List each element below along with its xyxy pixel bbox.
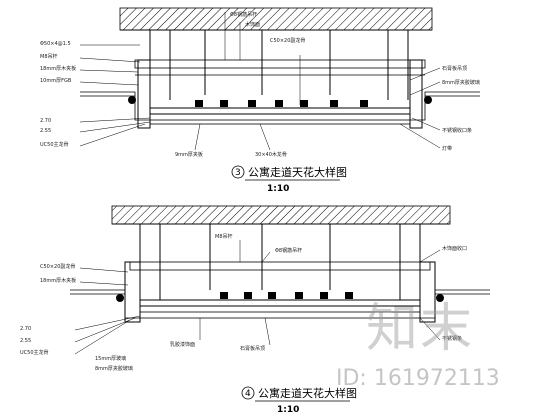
slab-4 <box>111 205 451 225</box>
section-4-scale: 1:10 <box>277 405 299 415</box>
section-3-label: 3 公寓走道天花大样图 1:10 <box>231 165 347 194</box>
annotation-note: Φ8钢筋吊杆 <box>230 11 257 18</box>
annotation-note: 木饰面收口 <box>442 245 467 252</box>
annotation-note: 2.55 <box>40 128 51 134</box>
section-4-label: 4 公寓走道天花大样图 1:10 <box>241 386 357 415</box>
section-3-number: 3 <box>235 168 241 178</box>
annotation-note: 灯带 <box>442 145 452 152</box>
annotation-note: 9mm厚夹板 <box>175 151 203 158</box>
annotation-note: M8吊杆 <box>215 233 233 240</box>
annotation-note: UC50主龙骨 <box>40 141 69 148</box>
annotation-note: 30×40木龙骨 <box>255 151 287 158</box>
annotation-note: C50×20副龙骨 <box>270 37 305 44</box>
annotation-note: M8吊杆 <box>40 53 58 60</box>
ceiling-board-3 <box>149 107 411 115</box>
annotation-note: 2.55 <box>20 338 31 344</box>
annotation-note: 2.70 <box>40 118 51 124</box>
annotation-note: 8mm厚夹胶玻璃 <box>442 79 480 86</box>
ceiling-board-4 <box>139 299 421 307</box>
watermark-logo: 知末 <box>366 299 475 359</box>
section-4-number: 4 <box>245 389 251 399</box>
annotation-note: 2.70 <box>20 326 31 332</box>
slab-3 <box>119 7 433 31</box>
annotation-note: 18mm厚木夹板 <box>40 65 76 72</box>
section-4-drawing <box>70 205 490 355</box>
light-fittings-3 <box>195 100 368 107</box>
annotation-note: Φ50×4@1.5 <box>40 41 71 47</box>
annotation-note: 18mm厚木夹板 <box>40 277 76 284</box>
annotation-note: 不锈钢条 <box>442 335 462 342</box>
section-4-title: 公寓走道天花大样图 <box>258 386 357 400</box>
annotation-note: 木饰面 <box>245 21 260 28</box>
annotation-note: Φ8钢筋吊杆 <box>275 247 302 254</box>
annotation-note: UC50主龙骨 <box>20 349 49 356</box>
annotation-note: 8mm厚夹胶玻璃 <box>95 365 133 372</box>
annotation-note: 石膏板吊顶 <box>442 65 467 72</box>
section-3-title: 公寓走道天花大样图 <box>248 165 347 179</box>
annotation-note: 10mm厚FGB <box>40 78 72 84</box>
section-3-drawing <box>79 7 480 151</box>
section-3-scale: 1:10 <box>267 184 289 194</box>
annotation-note: 乳胶漆饰面 <box>170 341 195 348</box>
annotation-note: C50×20副龙骨 <box>40 263 75 270</box>
annotation-note: 石膏板吊顶 <box>240 345 265 352</box>
annotation-note: 15mm厚玻璃 <box>95 355 126 362</box>
watermark-id: ID: 161972113 <box>336 366 500 391</box>
annotation-note: 不锈钢收口条 <box>442 127 472 134</box>
light-fittings-4 <box>220 292 353 299</box>
